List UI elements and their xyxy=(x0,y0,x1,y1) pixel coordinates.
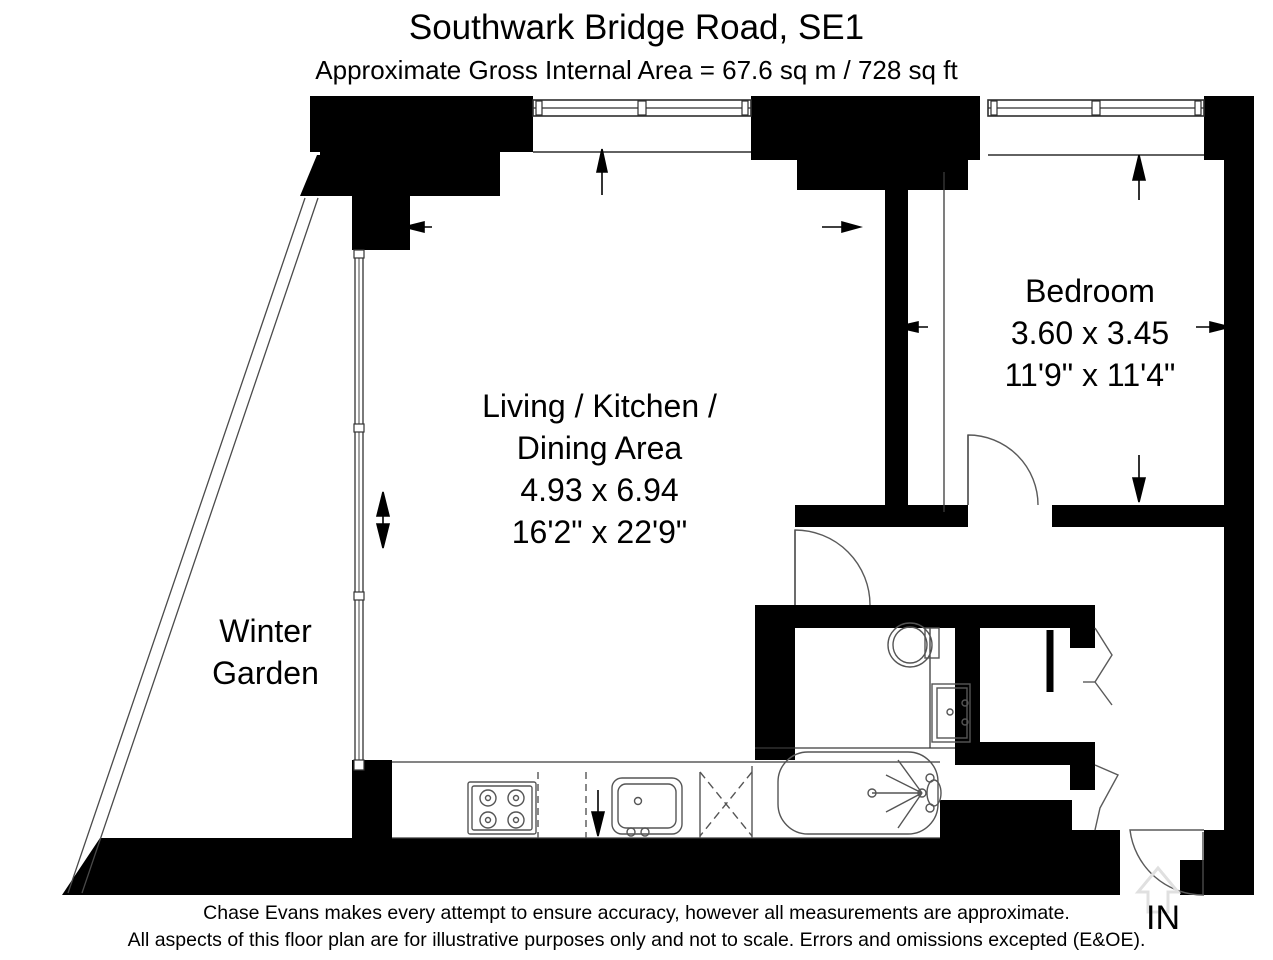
dim-arrow-living-left xyxy=(403,220,432,234)
wall-top-right-corner xyxy=(1204,96,1254,160)
wall-right-upper xyxy=(1224,155,1254,520)
wall-tl-a xyxy=(345,96,533,152)
wall-bottom-bath xyxy=(762,838,1120,875)
wall-group xyxy=(62,96,1254,895)
wg-diagonal-inner xyxy=(81,197,319,894)
disclaimer-footer: Chase Evans makes every attempt to ensur… xyxy=(0,900,1273,954)
thin-lines xyxy=(392,172,955,839)
wg-glazing xyxy=(353,249,365,771)
bath-icon xyxy=(777,751,942,835)
window-living xyxy=(532,99,752,153)
dim-arrow-winter-garden xyxy=(375,491,391,549)
wg-diagonal-outer xyxy=(67,197,306,894)
wall-right-lower xyxy=(1224,520,1254,895)
hob-icon xyxy=(467,781,537,835)
living-name-line2: Dining Area xyxy=(516,430,683,466)
dimension-arrows xyxy=(375,148,1231,837)
wall-top-middle xyxy=(751,96,980,160)
page-subtitle: Approximate Gross Internal Area = 67.6 s… xyxy=(315,55,958,85)
wall-tl-nib xyxy=(352,196,410,250)
bathroom-fixtures xyxy=(777,622,971,835)
kitchen-fixtures xyxy=(467,766,753,838)
wall-tl-diag xyxy=(300,155,345,196)
wall-closet-right-top xyxy=(1070,628,1095,648)
living-name-line1: Living / Kitchen / xyxy=(482,388,717,424)
wall-bathroom-top-right xyxy=(880,605,1095,628)
door-closet-upper xyxy=(1083,627,1113,706)
dim-arrow-bedroom-bottom xyxy=(1131,455,1147,503)
door-closet-lower xyxy=(1094,764,1119,831)
wall-bath-bottom-infill xyxy=(940,800,1072,840)
dim-arrow-living-bottom xyxy=(590,790,606,837)
room-label-living-kitchen-dining: Living / Kitchen / Dining Area 4.93 x 6.… xyxy=(472,385,727,553)
dishwasher-icon xyxy=(537,772,587,838)
winter-garden-structure xyxy=(67,197,365,894)
door-bathroom xyxy=(794,529,871,606)
window-bedroom xyxy=(987,99,1205,156)
wall-bathroom-left xyxy=(755,605,795,760)
bedroom-dim-imperial: 11'9" x 11'4" xyxy=(1004,357,1176,393)
wall-tl-c xyxy=(320,96,348,152)
disclaimer-line-2: All aspects of this floor plan are for i… xyxy=(127,929,1146,951)
winter-garden-name-line1: Winter xyxy=(219,613,312,649)
appliance-x-icon xyxy=(699,771,753,837)
wall-bedroom-bottom-right xyxy=(1052,505,1230,527)
window-group xyxy=(532,99,1205,156)
wall-bathroom-top-left xyxy=(755,605,880,628)
dim-arrow-living-right xyxy=(822,220,863,234)
living-dim-imperial: 16'2" x 22'9" xyxy=(511,514,688,550)
bedroom-name: Bedroom xyxy=(1025,273,1155,309)
wc-icon xyxy=(887,622,940,668)
wall-closet-right-mid xyxy=(1070,765,1095,790)
wall-tl-d xyxy=(345,152,500,196)
wall-top-middle-lower xyxy=(797,160,968,190)
dim-arrow-bedroom-left xyxy=(895,320,928,334)
wall-bedroom-bottom-left xyxy=(795,505,968,527)
sink-icon xyxy=(611,777,683,837)
room-label-bedroom: Bedroom 3.60 x 3.45 11'9" x 11'4" xyxy=(965,270,1215,396)
bedroom-dim-metric: 3.60 x 3.45 xyxy=(1010,315,1170,351)
dim-arrow-bedroom-right xyxy=(1196,320,1231,334)
living-dim-metric: 4.93 x 6.94 xyxy=(520,472,679,508)
disclaimer-line-1: Chase Evans makes every attempt to ensur… xyxy=(203,902,1070,924)
page-title: Southwark Bridge Road, SE1 xyxy=(408,8,865,47)
entrance-label: IN xyxy=(1146,899,1180,937)
door-bedroom xyxy=(967,434,1039,506)
dim-arrow-living-top xyxy=(596,148,608,195)
entrance-arrow-icon xyxy=(1134,865,1182,914)
room-label-winter-garden: Winter Garden xyxy=(178,610,353,694)
basin-icon xyxy=(931,683,971,743)
wall-closet-divider xyxy=(955,742,1095,765)
wall-entry-threshold xyxy=(1180,860,1224,895)
wall-living-bedroom xyxy=(885,168,908,520)
dim-arrow-bedroom-top xyxy=(1131,154,1147,200)
winter-garden-name-line2: Garden xyxy=(212,655,319,691)
